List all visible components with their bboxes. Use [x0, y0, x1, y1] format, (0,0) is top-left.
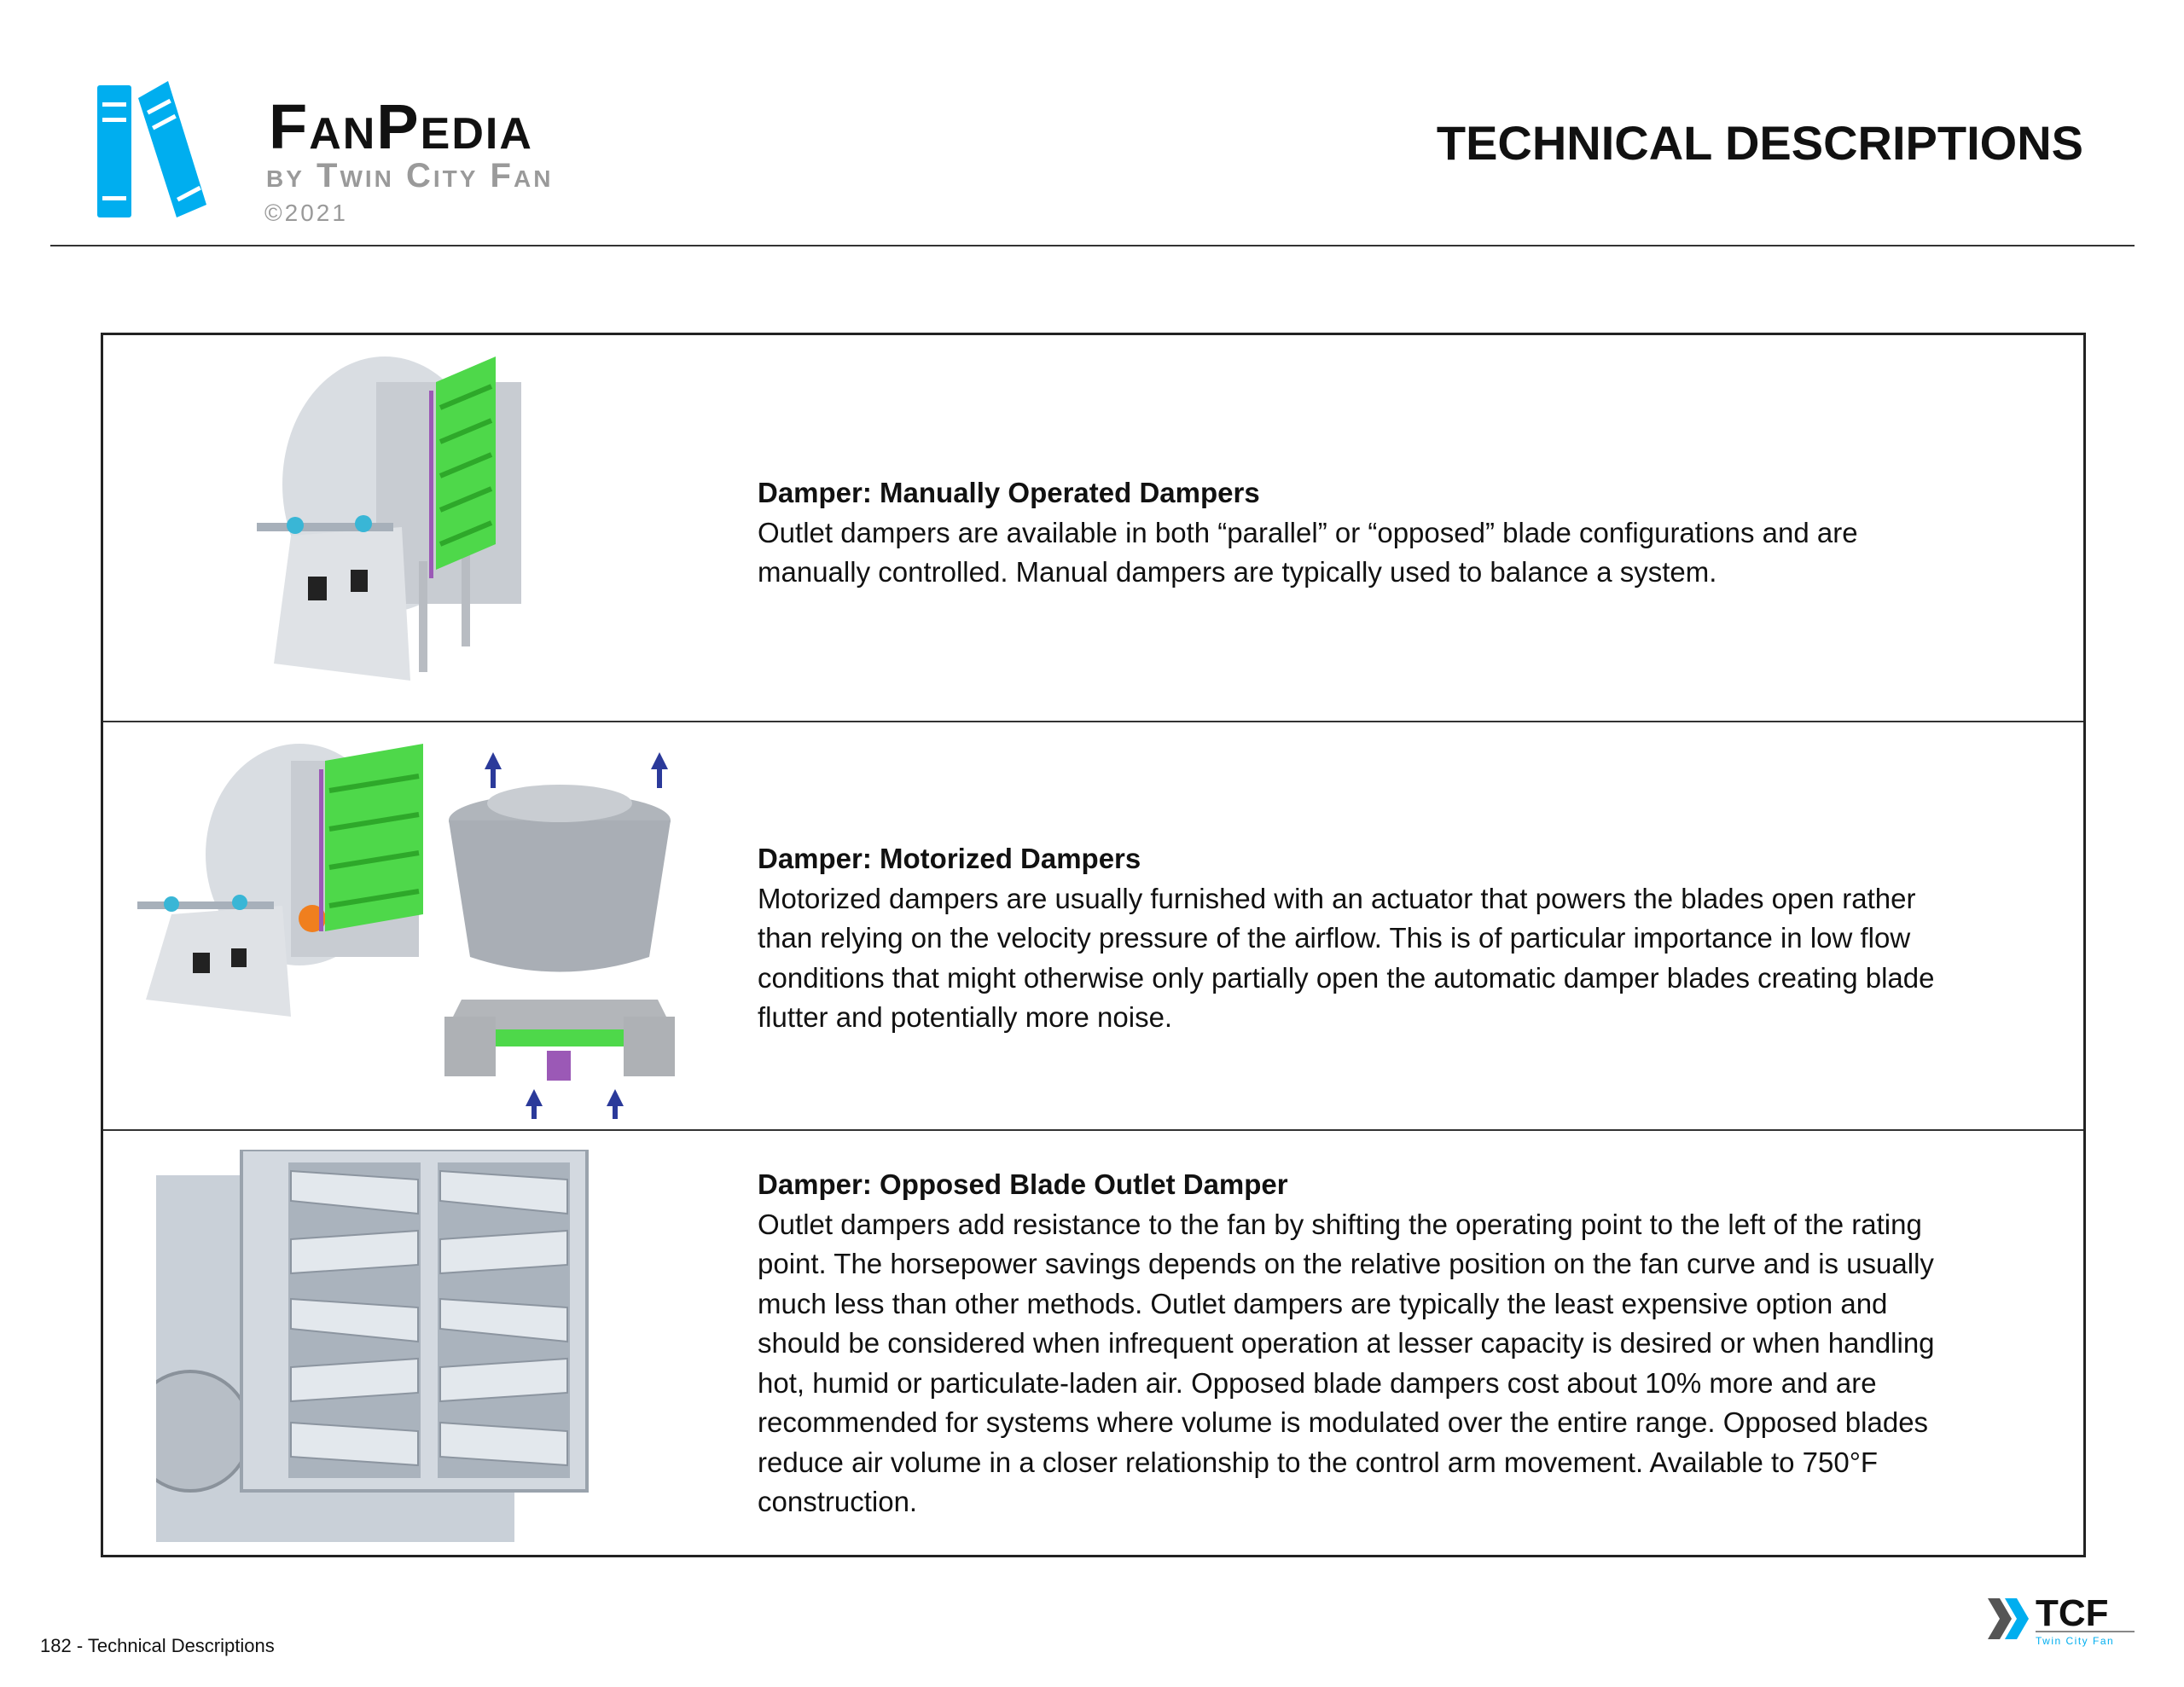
tcf-brand-name: Twin City Fan [2036, 1635, 2114, 1647]
text-line: recommended for systems where volume is … [758, 1406, 1929, 1438]
tcf-brand-mark: TCF [2036, 1592, 2109, 1634]
section-heading: Damper: Motorized Dampers [758, 843, 1141, 874]
section-text: Damper: Motorized Dampers Motorized damp… [758, 839, 1934, 1038]
text-line: hot, humid or particulate-laden air. Opp… [758, 1366, 1877, 1399]
page-title: TECHNICAL DESCRIPTIONS [1436, 116, 2083, 170]
logo-title: FanPedia [269, 91, 533, 162]
text-line: Outlet dampers are available in both “pa… [758, 516, 1858, 548]
text-line: than relying on the velocity pressure of… [758, 922, 1911, 954]
logo-copyright: ©2021 [264, 200, 348, 226]
footer-page-label: 182 - Technical Descriptions [40, 1635, 275, 1656]
text-line: reduce air volume in a closer relationsh… [758, 1446, 1879, 1478]
text-line: Outlet dampers add resistance to the fan… [758, 1208, 1922, 1240]
text-line: manually controlled. Manual dampers are … [758, 556, 1717, 588]
section-text: Damper: Opposed Blade Outlet Damper Outl… [758, 1165, 1935, 1522]
fanpedia-books-logo-icon [97, 81, 206, 217]
text-line: conditions that might otherwise only par… [758, 961, 1935, 994]
content-table: Damper: Manually Operated Dampers Outlet… [101, 333, 2086, 1557]
logo-subtitle: by Twin City Fan [266, 157, 554, 194]
text-line: Motorized dampers are usually furnished … [758, 882, 1916, 914]
header-divider [50, 245, 2135, 246]
manual-damper-fan-illustration [257, 357, 521, 681]
section-opposed-blade-damper: Damper: Opposed Blade Outlet Damper Outl… [103, 1131, 2083, 1555]
section-heading: Damper: Opposed Blade Outlet Damper [758, 1168, 1288, 1200]
text-line: should be considered when infrequent ope… [758, 1327, 1935, 1359]
section-manual-dampers: Damper: Manually Operated Dampers Outlet… [103, 335, 2083, 722]
section-text: Damper: Manually Operated Dampers Outlet… [758, 473, 1858, 593]
text-line: construction. [758, 1486, 918, 1517]
text-line: much less than other methods. Outlet dam… [758, 1287, 1888, 1319]
text-line: flutter and potentially more noise. [758, 1001, 1173, 1033]
tcf-logo-icon: TCF Twin City Fan [1988, 1592, 2135, 1647]
opposed-blade-damper-illustration [156, 1150, 589, 1542]
section-heading: Damper: Manually Operated Dampers [758, 477, 1260, 508]
motorized-damper-fans-illustration [137, 744, 675, 1119]
text-line: point. The horsepower savings depends on… [758, 1248, 1934, 1279]
section-motorized-dampers: Damper: Motorized Dampers Motorized damp… [103, 722, 2083, 1131]
